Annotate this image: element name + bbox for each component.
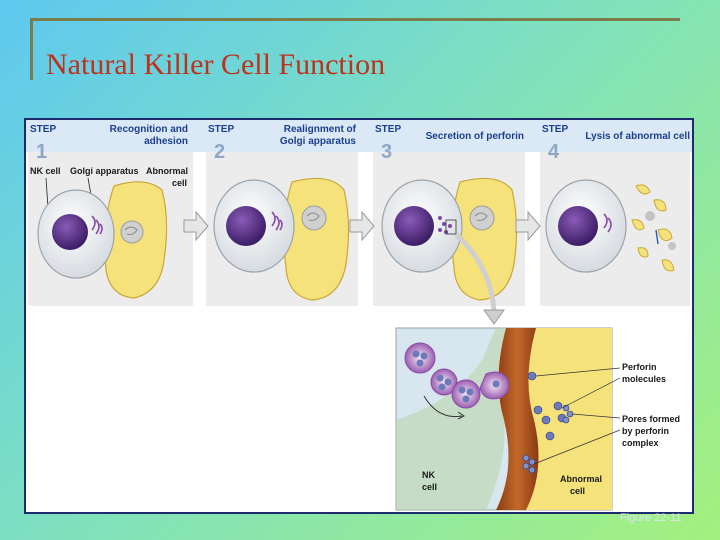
step-title-line: Recognition and — [110, 124, 188, 135]
step-title-line: adhesion — [144, 136, 188, 147]
step3-nk-cell — [381, 179, 463, 273]
step4-lysed-cell-fragments — [631, 184, 676, 272]
abnormal-cell-label: Abnormal — [146, 166, 188, 176]
detail-nk-cell-label: NK — [422, 470, 435, 480]
step-header-1: STEP 1 Recognition and adhesion — [30, 124, 188, 163]
slide-title: Natural Killer Cell Function — [46, 48, 386, 81]
perforin-vesicle-fusing — [479, 371, 510, 400]
perforin-vesicle — [451, 379, 481, 409]
title-bracket-vertical — [30, 18, 33, 80]
detail-abnormal-cell-label: cell — [570, 486, 585, 496]
step-number: 1 — [36, 141, 47, 163]
step-header-2: STEP 2 Realignment of Golgi apparatus — [208, 124, 357, 163]
step-title-line: Lysis of abnormal cell — [585, 131, 690, 142]
pores-label: by perforin — [622, 426, 669, 436]
step-word: STEP — [208, 124, 234, 135]
pores-label: complex — [622, 438, 659, 448]
perforin-vesicle — [404, 342, 436, 374]
step-number: 3 — [381, 141, 392, 163]
nk-cell-diagram: STEP 1 Recognition and adhesion STEP 2 R… — [26, 120, 692, 511]
step3-abnormal-cell — [451, 177, 518, 301]
golgi-label: Golgi apparatus — [70, 166, 139, 176]
detail-nk-cell-label: cell — [422, 482, 437, 492]
step-title-line: Secretion of perforin — [426, 131, 524, 142]
step-word: STEP — [542, 124, 568, 135]
zoom-arrow — [454, 232, 497, 317]
step-number: 2 — [214, 141, 225, 163]
figure-caption: Figure 22-11 — [620, 512, 682, 524]
step-arrow — [515, 210, 541, 242]
detail-abnormal-cell-label: Abnormal — [560, 474, 602, 484]
step4-nk-cell — [545, 179, 627, 273]
detail-labels: Perforin molecules Pores formed by perfo… — [422, 362, 680, 496]
pores-label: Pores formed — [622, 414, 680, 424]
zoom-arrow-head — [483, 309, 505, 325]
perforin-pores — [522, 404, 574, 474]
step-number: 4 — [548, 141, 560, 163]
step-header-3: STEP 3 Secretion of perforin — [375, 124, 524, 163]
step-title-line: Realignment of — [284, 124, 357, 135]
step1-abnormal-cell — [104, 181, 168, 299]
perforin-molecules-label: Perforin — [622, 362, 657, 372]
step-word: STEP — [30, 124, 56, 135]
step2-abnormal-cell — [283, 177, 350, 301]
title-bracket-horizontal — [30, 18, 680, 21]
perforin-molecules-label: molecules — [622, 374, 666, 384]
step-header-4: STEP 4 Lysis of abnormal cell — [542, 124, 690, 163]
abnormal-cell-label: cell — [172, 178, 187, 188]
step-arrow — [349, 210, 375, 242]
movement-arrow — [423, 395, 463, 418]
perforin-vesicle — [430, 368, 458, 396]
step-word: STEP — [375, 124, 401, 135]
step1-nk-cell — [37, 189, 115, 279]
figure-panel: STEP 1 Recognition and adhesion STEP 2 R… — [24, 118, 694, 514]
nk-cell-label: NK cell — [30, 166, 61, 176]
step2-nk-cell — [213, 179, 295, 273]
step-header-band — [26, 120, 692, 152]
detail-inset — [395, 327, 613, 511]
step-title-line: Golgi apparatus — [280, 136, 357, 147]
step-arrow — [183, 210, 209, 242]
